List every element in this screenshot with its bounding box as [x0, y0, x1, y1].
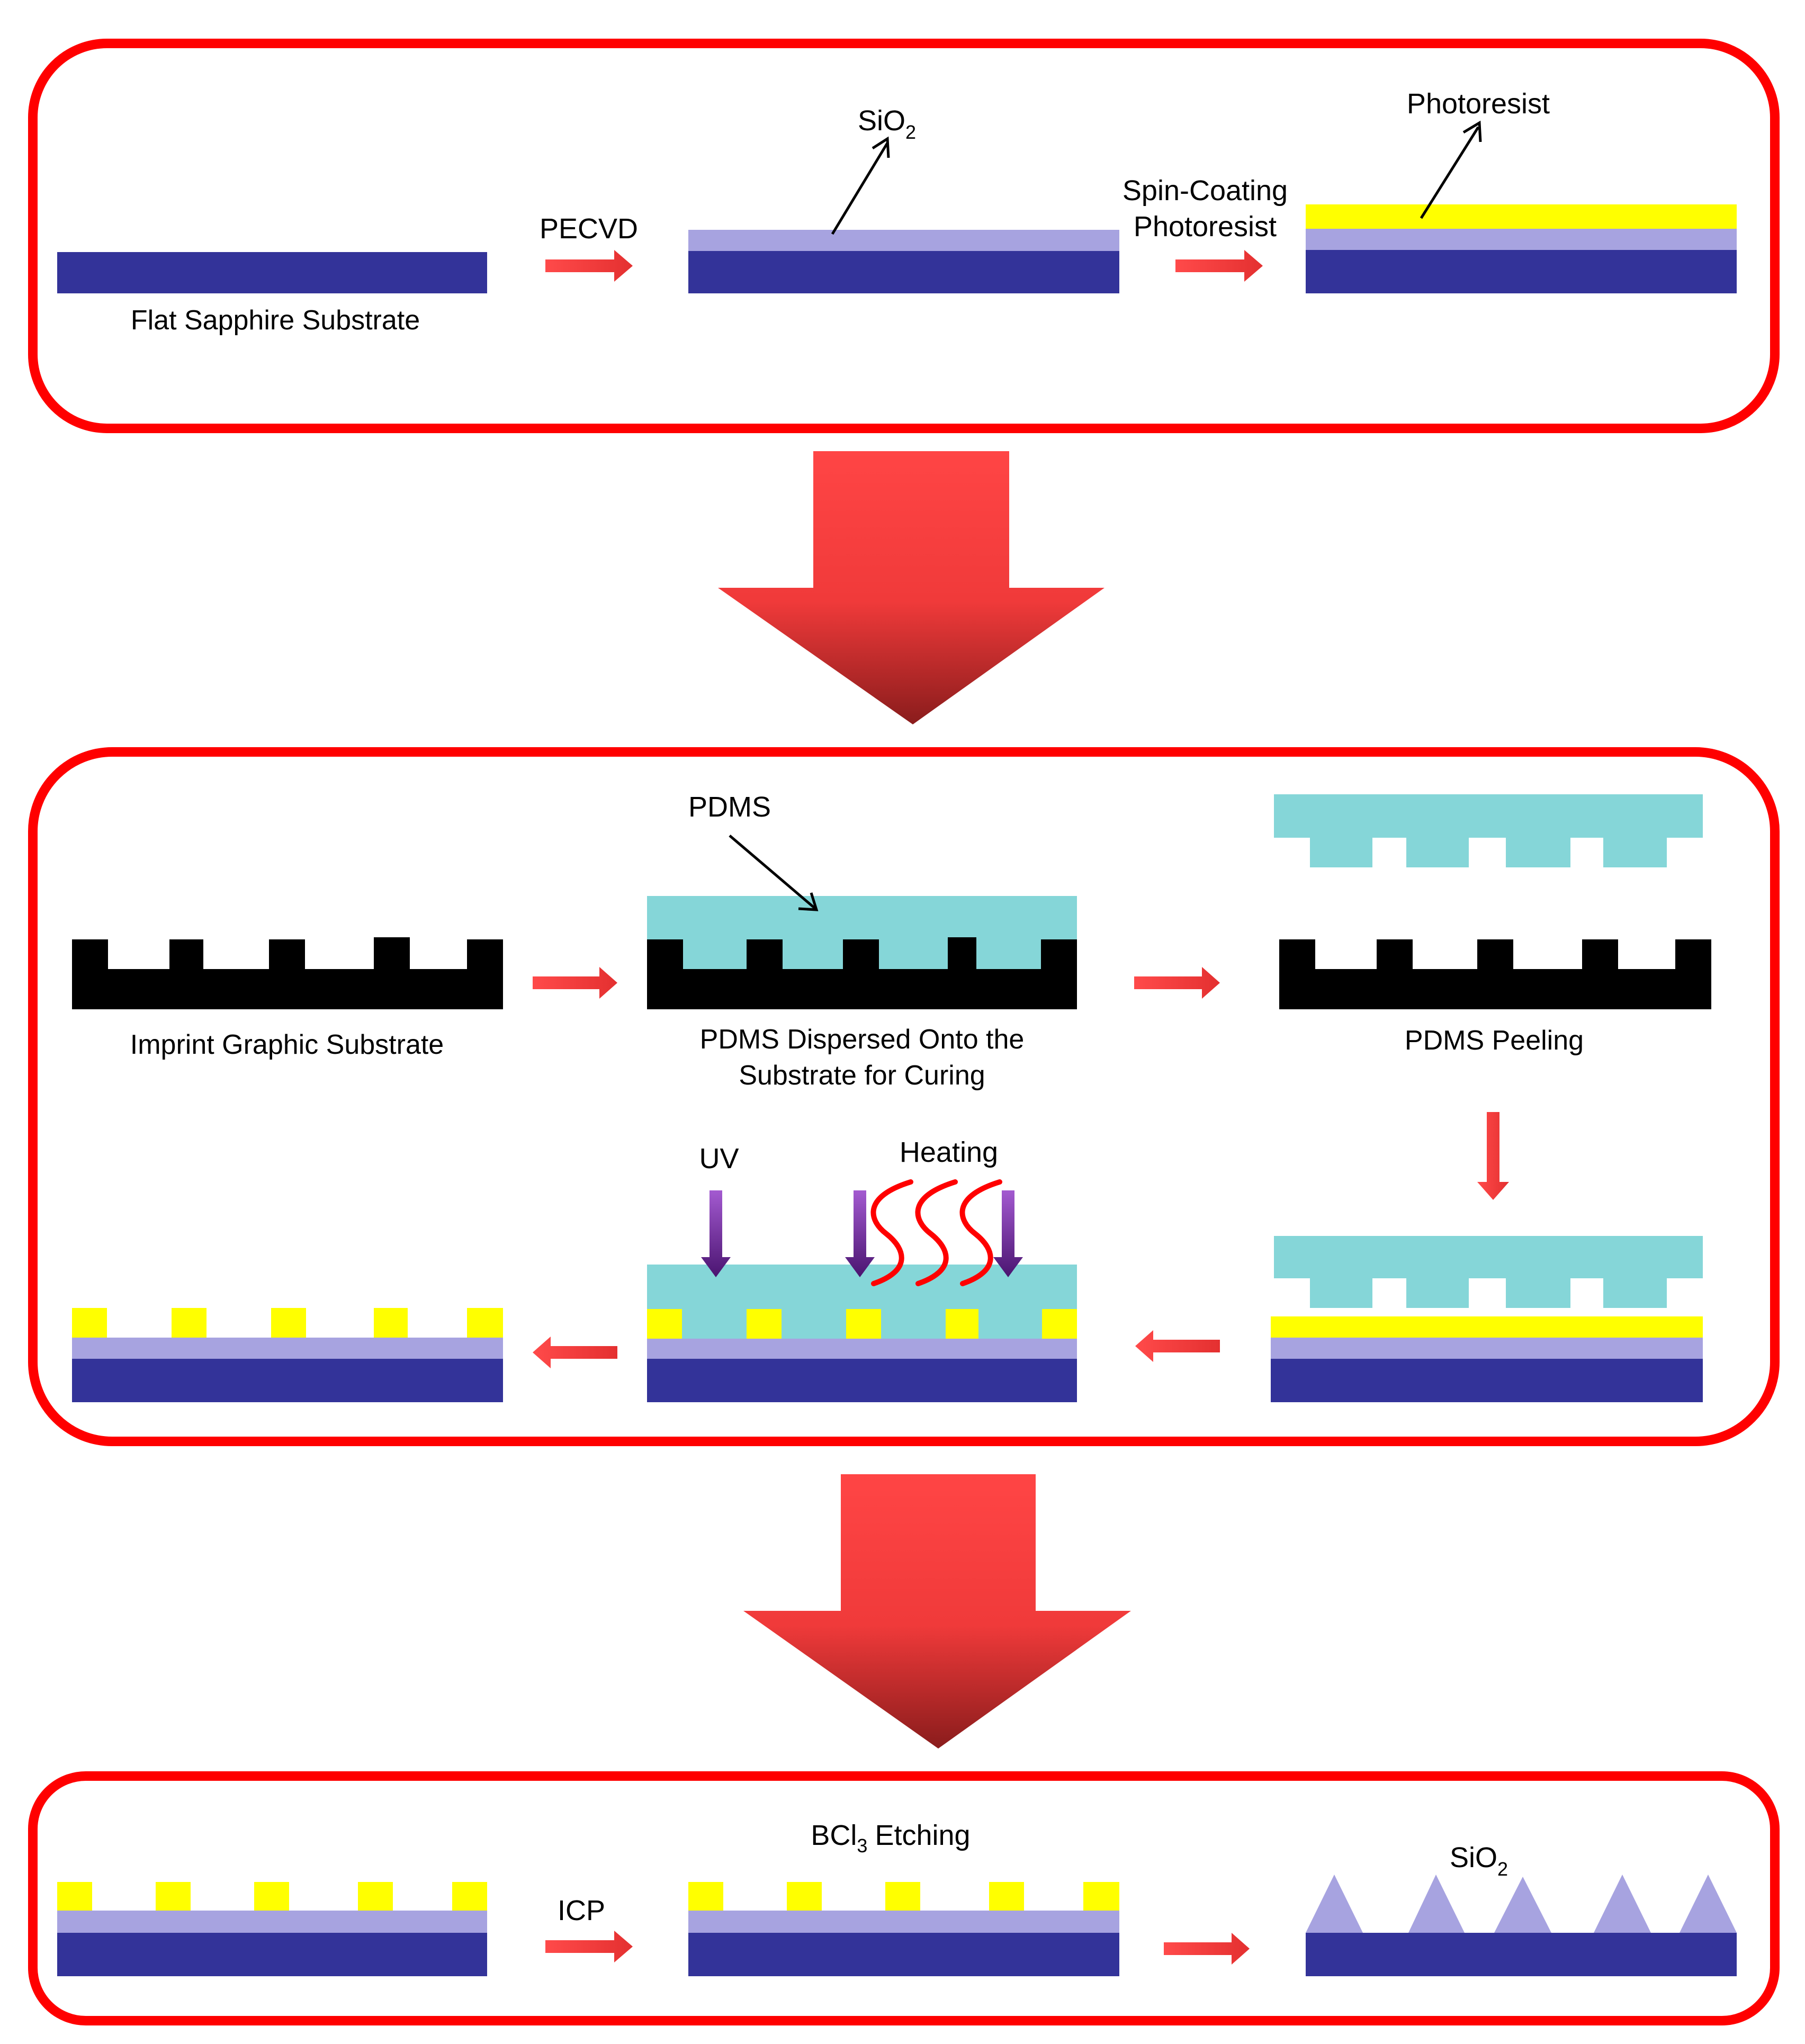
heat-wave-1 [870, 1179, 913, 1286]
pdms-label: PDMS [688, 791, 771, 823]
sio2-on-sapphire-stack [688, 230, 1119, 293]
pecvd-label: PECVD [540, 213, 638, 245]
process-arrow-etching [1164, 1933, 1250, 1965]
icp-label: ICP [558, 1895, 605, 1926]
big-flow-arrow-2 [743, 1474, 1131, 1749]
spin-coating-label-line2: Photoresist [1134, 211, 1277, 243]
uv-arrow-2 [845, 1190, 875, 1277]
spin-coating-label-line1: Spin-Coating [1122, 175, 1288, 207]
process-arrow-peeling [1134, 967, 1220, 999]
flat-sapphire-substrate [57, 252, 487, 293]
photoresist-label: Photoresist [1407, 88, 1550, 120]
panel-1-frame [28, 39, 1780, 433]
masked-sio2-stack-before-icp [57, 1882, 487, 1976]
process-arrow-dispersing [533, 967, 617, 999]
curing-stack [647, 1265, 1077, 1402]
pdms-on-mold-stack [647, 896, 1077, 1009]
sio2-label: SiO2 [858, 105, 916, 143]
mold-after-peeling [1279, 939, 1711, 1009]
photoresist-coated-stack [1306, 204, 1737, 293]
process-arrow-down-transfer [1477, 1112, 1509, 1200]
sio2-pointer-arrow [831, 136, 890, 235]
process-arrow-demold [533, 1337, 617, 1368]
pdms-peeling-label: PDMS Peeling [1405, 1025, 1584, 1056]
process-arrow-imprint [1135, 1330, 1220, 1362]
imprint-graphic-substrate-label: Imprint Graphic Substrate [130, 1029, 444, 1060]
photoresist-pointer-arrow [1420, 120, 1482, 219]
uv-label: UV [699, 1143, 739, 1175]
imprint-graphic-substrate [72, 937, 503, 1009]
sio2-cone-label: SiO2 [1450, 1842, 1508, 1880]
pdms-dispersed-label-line2: Substrate for Curing [739, 1060, 985, 1091]
panel-3-frame [28, 1771, 1780, 2025]
patterned-photoresist-stack [72, 1308, 503, 1402]
panel-2-frame [28, 747, 1780, 1446]
pdms-stamp-over-photoresist-stack [1271, 1236, 1703, 1402]
uv-arrow-1 [701, 1190, 731, 1277]
sio2-cone-patterned-substrate [1306, 1875, 1737, 1976]
pdms-dispersed-label-line1: PDMS Dispersed Onto the [700, 1024, 1025, 1055]
uv-arrow-3 [993, 1190, 1023, 1277]
heating-label: Heating [900, 1136, 998, 1168]
process-arrow-pecvd [545, 250, 633, 282]
flat-sapphire-substrate-label: Flat Sapphire Substrate [131, 305, 420, 336]
heat-waves [870, 1179, 1002, 1286]
heat-wave-2 [915, 1179, 958, 1286]
process-arrow-spin-coating [1175, 250, 1263, 282]
peeled-pdms-stamp [1274, 794, 1703, 867]
heat-wave-3 [959, 1179, 1002, 1286]
process-arrow-icp [545, 1931, 633, 1962]
big-flow-arrow-1 [718, 451, 1104, 724]
pdms-pointer-arrow [729, 835, 819, 911]
masked-sio2-stack-after-icp [688, 1882, 1119, 1976]
